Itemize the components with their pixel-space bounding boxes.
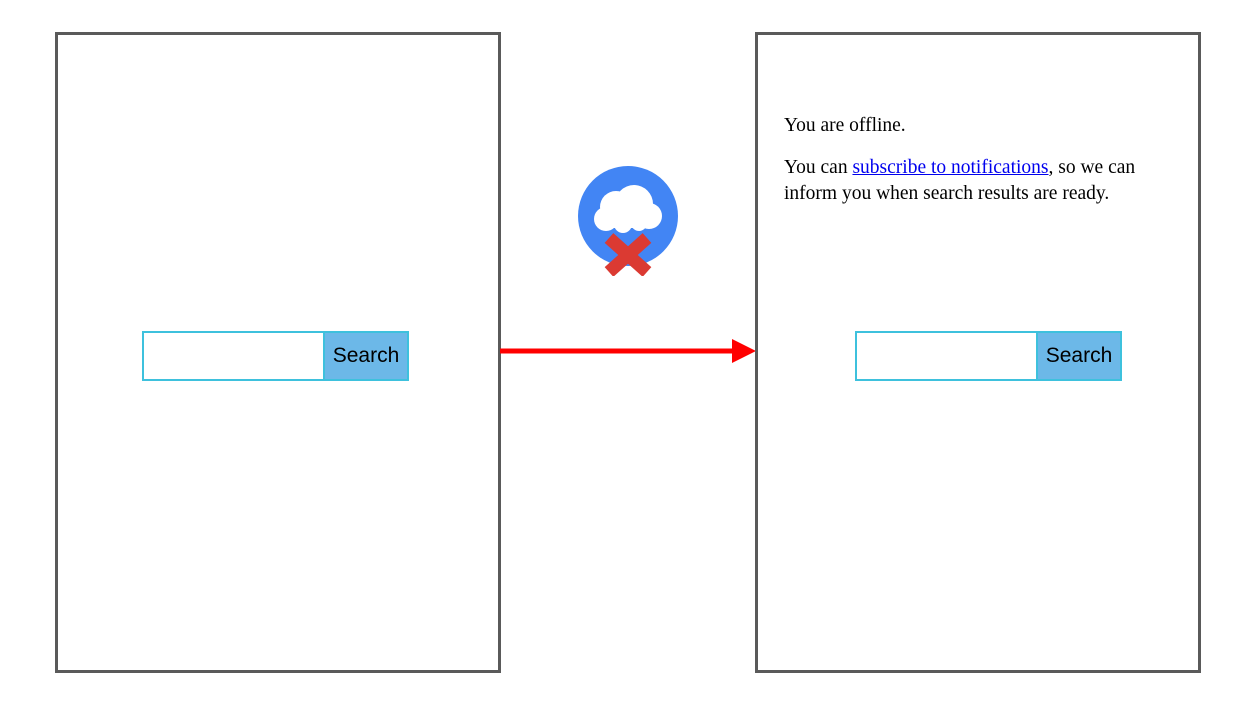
subscribe-text-suffix: , so we can inform you when search resul… bbox=[784, 157, 1136, 204]
search-button[interactable]: Search bbox=[1036, 331, 1122, 381]
offline-subscribe-text: You can subscribe to notifications, so w… bbox=[784, 155, 1176, 207]
cloud-offline-icon bbox=[578, 166, 678, 276]
search-widget: Search bbox=[142, 331, 409, 381]
before-state-panel: Search bbox=[55, 32, 501, 673]
subscribe-to-notifications-link[interactable]: subscribe to notifications bbox=[852, 157, 1049, 178]
search-widget: Search bbox=[855, 331, 1122, 381]
cloud-shape bbox=[594, 185, 662, 233]
transition-arrow bbox=[500, 339, 756, 363]
offline-status-text: You are offline. bbox=[784, 115, 906, 136]
subscribe-text-prefix: You can bbox=[784, 157, 853, 178]
offline-message-block: You are offline. You can subscribe to no… bbox=[784, 113, 1176, 207]
search-button[interactable]: Search bbox=[323, 331, 409, 381]
search-input[interactable] bbox=[855, 331, 1036, 381]
after-state-panel: You are offline. You can subscribe to no… bbox=[755, 32, 1201, 673]
x-mark-icon bbox=[604, 233, 652, 276]
search-input[interactable] bbox=[142, 331, 323, 381]
